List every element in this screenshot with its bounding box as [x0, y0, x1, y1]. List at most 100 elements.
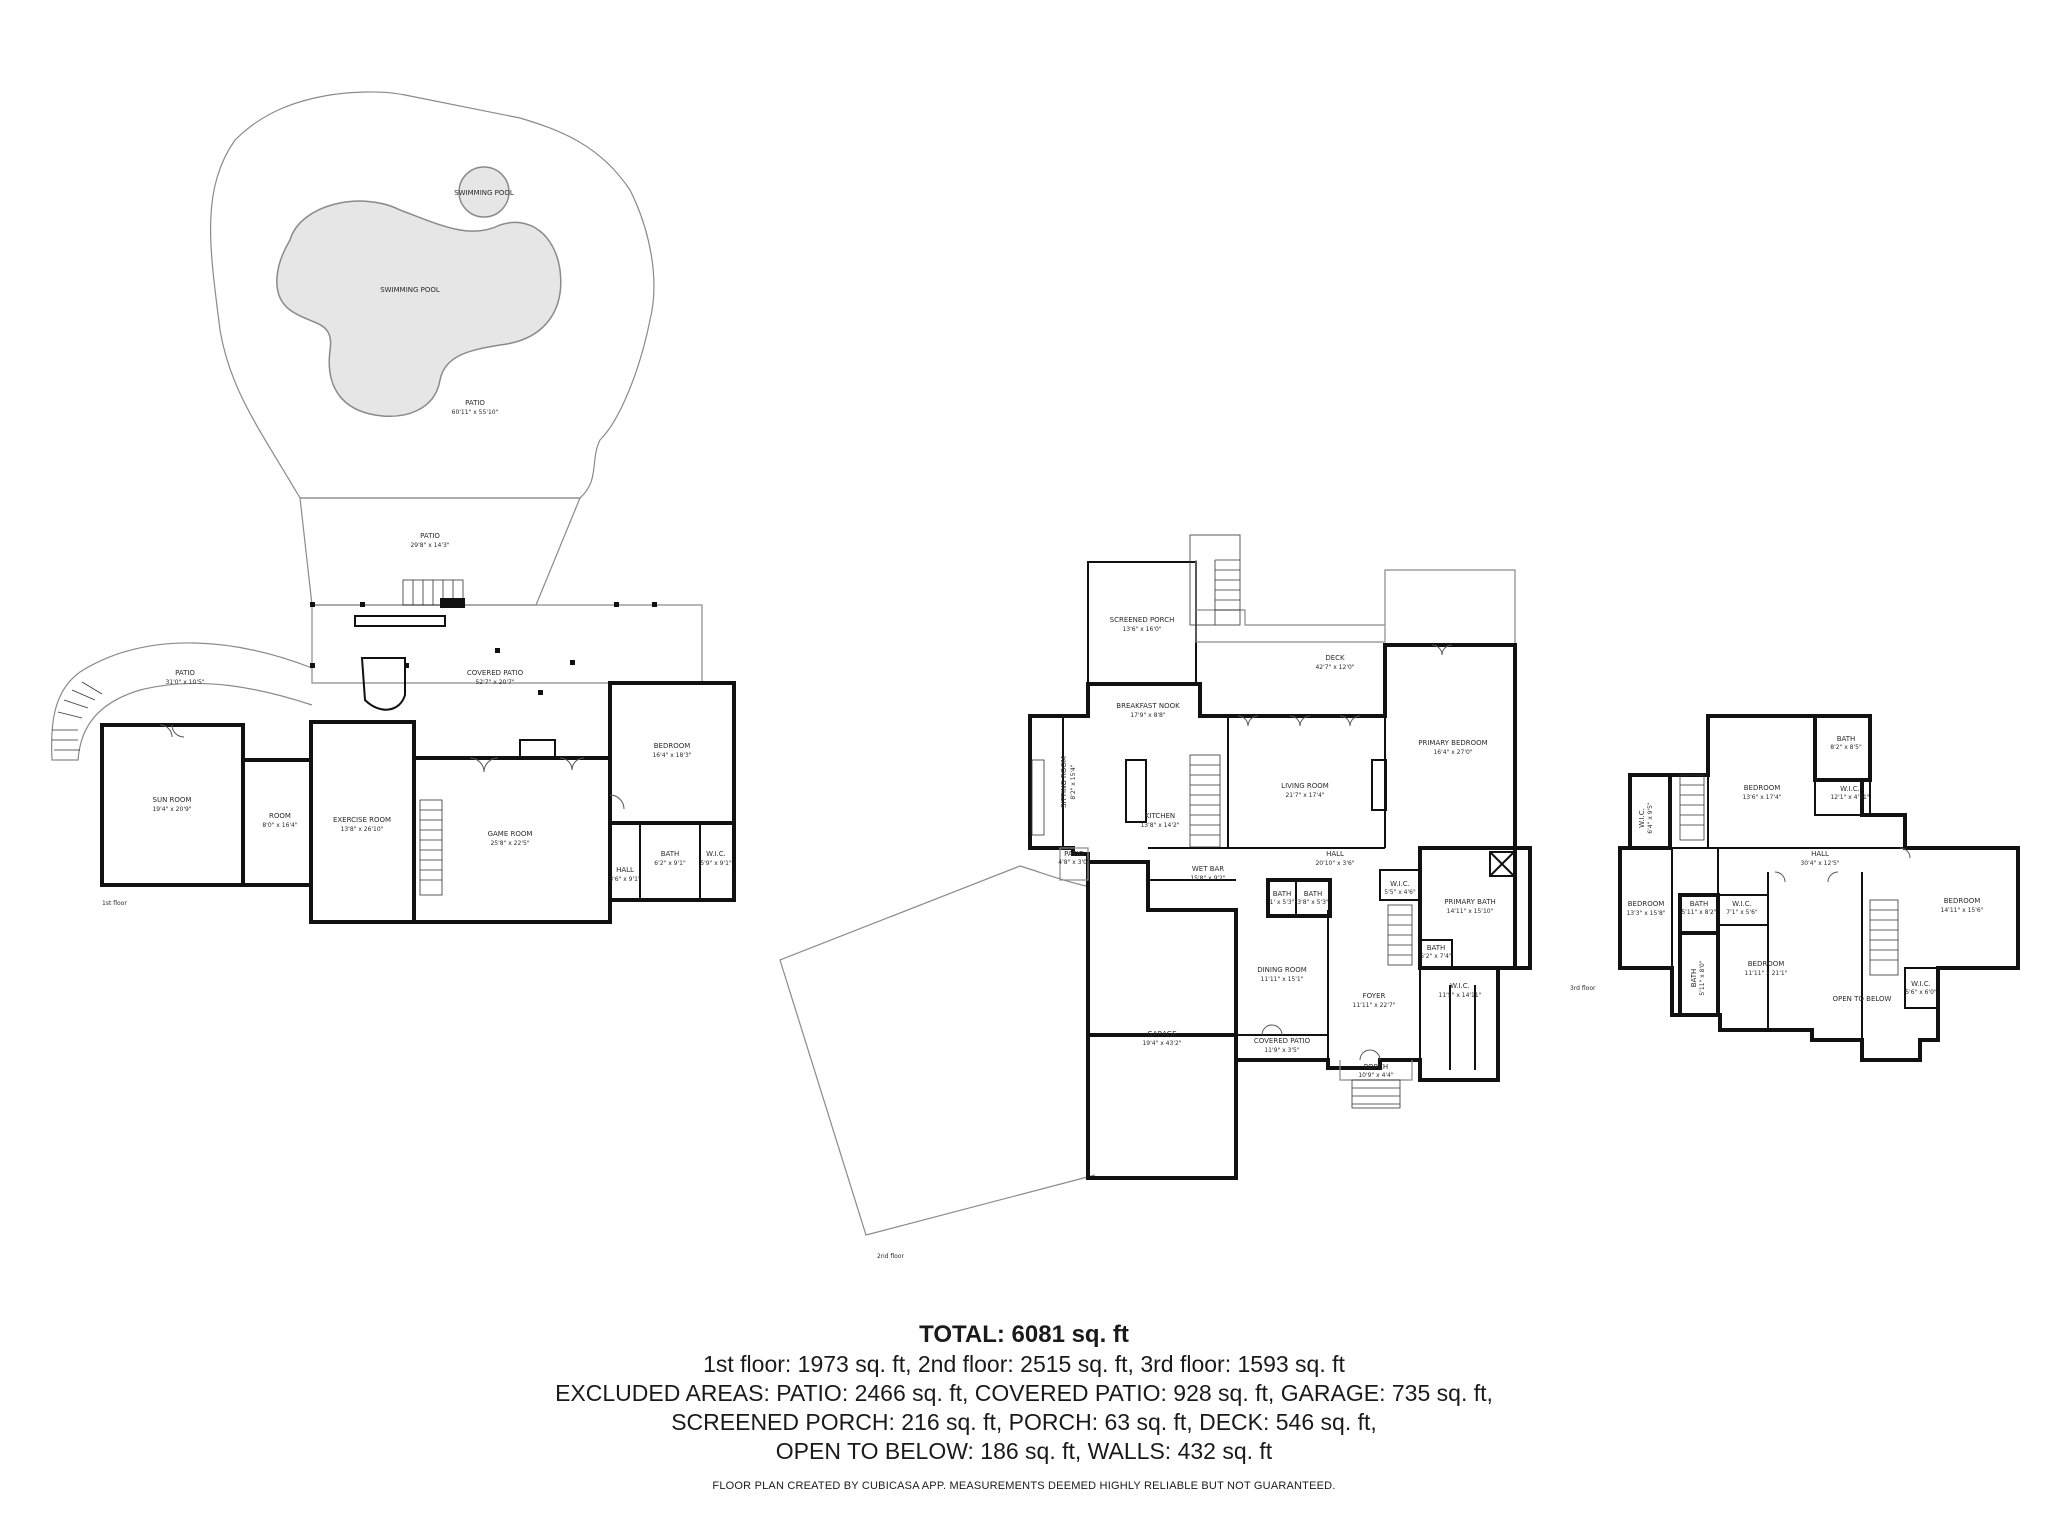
game-room-doors: [469, 757, 585, 773]
third-floor-stairs-right: [1869, 899, 1899, 976]
room-dimensions: 5'2" x 7'4": [1420, 953, 1452, 960]
room-name: BATH: [1273, 890, 1292, 898]
wic-upper-right: [1814, 779, 1871, 816]
right-stair-treads: [1870, 909, 1898, 961]
hot-tub-platform: [360, 657, 406, 711]
room-name: FOYER: [1363, 992, 1386, 1000]
primary-bedroom-doors: [1431, 644, 1453, 656]
powder-baths: [1266, 878, 1332, 918]
room-name: PATIO: [465, 399, 485, 407]
dining-doors: [1261, 1024, 1283, 1036]
room-name: W.I.C.: [706, 850, 726, 858]
side-patio-outline: [51, 642, 313, 761]
foyer-walls: [1327, 880, 1421, 1060]
room-name: COVERED PATIO: [1254, 1037, 1311, 1045]
total-area: TOTAL: 6081 sq. ft: [919, 1321, 1129, 1348]
room-dimensions: 13'8" x 26'10": [341, 826, 384, 833]
room-dimensions: 6'2" x 9'1": [654, 860, 686, 867]
room-name: PATIO: [420, 532, 440, 540]
room-dimensions: 16'4" x 18'3": [652, 752, 691, 759]
room-dimensions: 3'6" x 9'1": [609, 876, 641, 883]
room-name: BEDROOM: [1628, 900, 1665, 908]
game-room-stairs: [419, 799, 443, 896]
room-dimensions: 8'0" x 16'4": [262, 822, 298, 829]
room-dimensions: 8'2" x 8'5": [1830, 744, 1862, 751]
room-name: BATH: [1690, 900, 1709, 908]
room-dimensions: 13'3" x 15'8": [1626, 910, 1665, 917]
room-dimensions: 52'7" x 20'7": [475, 679, 514, 686]
kitchen-island: [1125, 759, 1147, 823]
game-room-stair-treads: [420, 809, 442, 881]
disclaimer: FLOOR PLAN CREATED BY CUBICASA APP. MEAS…: [712, 1480, 1336, 1492]
first-floor-plan: [51, 91, 736, 924]
shower: [1489, 851, 1515, 877]
wic-left: [1628, 773, 1672, 850]
deck-stair-treads: [1214, 559, 1240, 625]
room-name: BATH: [1837, 735, 1856, 743]
sun-room-walls: [100, 723, 245, 887]
room-name: HALL: [1811, 850, 1829, 858]
bedroom-door: [609, 794, 625, 810]
room-dimensions: 11'11" x 22'7": [1353, 1002, 1396, 1009]
hot-tub-shape: [458, 166, 510, 218]
room-dimensions: 11'11" x 21'1": [1745, 970, 1788, 977]
room-name: BATH: [1690, 969, 1698, 988]
room-name: KITCHEN: [1145, 812, 1175, 820]
primary-wic-walls: [1420, 967, 1498, 1070]
patio-stairs-treads: [412, 580, 454, 605]
sitting-room-window-bench: [1031, 759, 1045, 836]
room-name: BATH: [1304, 890, 1323, 898]
room-dimensions: 20'10" x 3'6": [1315, 860, 1354, 867]
interior-stair-treads: [1190, 764, 1220, 836]
room-dimensions: 11'5" x 14'11": [1439, 992, 1482, 999]
room-name: COVERED PATIO: [467, 669, 524, 677]
room-dimensions: 7'1" x 5'6": [1726, 909, 1758, 916]
room-dimensions: 3'8" x 5'3": [1297, 899, 1329, 906]
deck-outline: [1195, 560, 1516, 645]
bath-wic-block: [608, 821, 736, 902]
room-dimensions: 13'6" x 17'4": [1742, 794, 1781, 801]
porch-step-treads: [1352, 1087, 1400, 1105]
porch-steps: [1351, 1079, 1401, 1109]
room-name: W.I.C.: [1840, 785, 1860, 793]
room-name: DECK: [1325, 654, 1345, 662]
foyer-front-doors: [1359, 1049, 1381, 1061]
room-name: DINING ROOM: [1257, 966, 1307, 974]
room-name: SITTING ROOM: [1060, 756, 1068, 808]
room-name: OPEN TO BELOW: [1833, 995, 1892, 1003]
third-floor-plan: [1618, 714, 2020, 1062]
room-dimensions: 19'4" x 20'9": [152, 806, 191, 813]
primary-bath-walls: [1418, 846, 1517, 970]
room-dimensions: 16'4" x 27'0": [1433, 749, 1472, 756]
room-name: EXERCISE ROOM: [333, 816, 391, 824]
room-name: W.I.C.: [1911, 980, 1931, 988]
room-dimensions: 42'7" x 12'0": [1315, 664, 1354, 671]
room-name: ROOM: [269, 812, 291, 820]
covered-patio-posts: [310, 602, 657, 695]
room-name: PRIMARY BEDROOM: [1418, 739, 1487, 747]
driveway-outline: [779, 865, 1096, 1236]
room-dimensions: 14'11" x 15'6": [1941, 907, 1984, 914]
room-name: W.I.C.: [1450, 982, 1470, 990]
bedroom-doors-3: [1774, 847, 1911, 883]
area-summary: TOTAL: 6081 sq. ft 1st floor: 1973 sq. f…: [0, 1320, 2048, 1492]
excluded-areas-2: SCREENED PORCH: 216 sq. ft, PORCH: 63 sq…: [671, 1409, 1377, 1435]
room-dimensions: 14'11" x 15'10": [1447, 908, 1494, 915]
room-name: SWIMMING POOL: [380, 286, 440, 294]
room-name: PATIO: [175, 669, 195, 677]
room-dimensions: 1' x 5'3": [1270, 899, 1295, 906]
curved-stairs: [52, 681, 103, 751]
outdoor-kitchen-counter: [354, 615, 446, 627]
room-dimensions: 19'4" x 43'2": [1142, 1040, 1181, 1047]
room-name: PORCH: [1364, 1063, 1388, 1071]
room-name: W.I.C.: [1638, 808, 1646, 828]
room-name: GARAGE: [1147, 1030, 1176, 1038]
room-name: SCREENED PORCH: [1110, 616, 1175, 624]
room-name: BEDROOM: [1748, 960, 1785, 968]
room-name: W.I.C.: [1732, 900, 1752, 908]
room-dimensions: 5'5" x 4'6": [1384, 889, 1416, 896]
interior-stairs: [1189, 754, 1221, 848]
third-floor-stairs-left: [1679, 774, 1705, 841]
second-floor-plan: [779, 534, 1532, 1236]
